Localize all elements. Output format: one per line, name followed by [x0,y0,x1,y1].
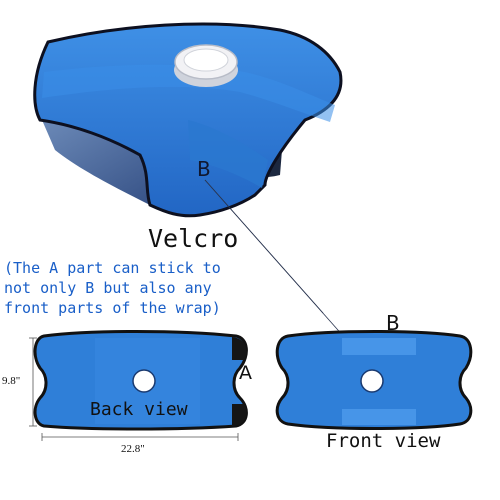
front-velcro-patch-bottom [342,409,416,425]
velcro-tab-a-bottom [232,404,247,426]
velcro-note: (The A part can stick to not only B but … [4,258,221,318]
front-view-knee-hole [360,369,384,393]
ice-bag-cap [174,44,238,87]
back-view-label: Back view [90,399,188,420]
velcro-note-line: not only B but also any [4,279,212,297]
front-view-label: Front view [326,430,441,452]
part-a-label: A [239,362,252,384]
back-view-wrap [33,330,248,431]
dimension-lines [29,337,239,441]
part-b-label-front: B [386,311,400,335]
velcro-note-line: (The A part can stick to [4,259,221,277]
wrap-strap-right [188,120,268,188]
ice-bag-wrap-photo [33,22,343,218]
front-view-wrap [275,330,473,430]
part-b-label-top: B [197,157,211,181]
velcro-tab-a-top [232,337,247,360]
front-velcro-patch-top [342,338,416,355]
velcro-note-line: front parts of the wrap) [4,299,221,317]
velcro-heading: Velcro [148,224,239,253]
back-view-knee-hole [132,369,156,393]
wrap-strap-front [42,64,335,122]
height-dimension-label: 9.8" [2,375,21,387]
pointer-lines [204,179,346,339]
width-dimension-label: 22.8" [121,443,145,455]
